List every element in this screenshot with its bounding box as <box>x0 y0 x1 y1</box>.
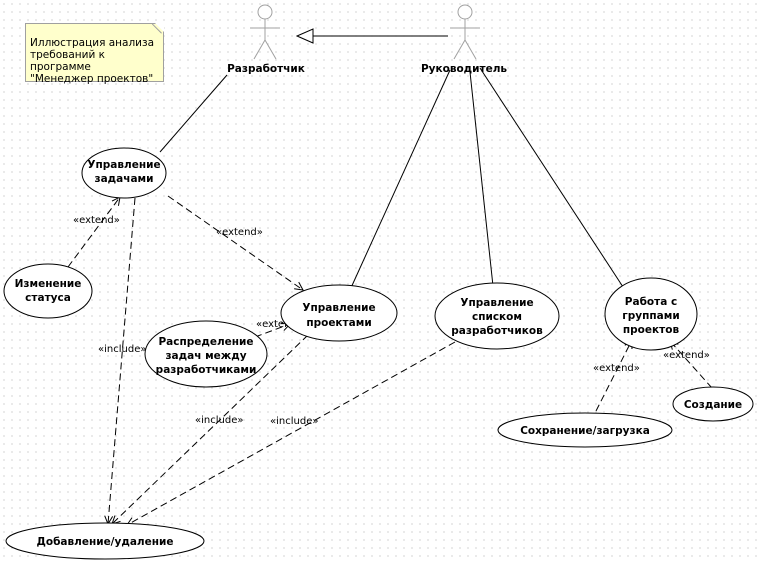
use-case-status-change[interactable]: Изменение статуса <box>3 263 93 319</box>
association-manager-projects <box>349 69 451 291</box>
use-case-label: Управление <box>302 302 375 314</box>
include-tasks-to-add <box>108 197 136 524</box>
use-case-label: Управление <box>87 159 160 171</box>
use-case-project-groups[interactable]: Работа с группами проектов <box>604 277 698 351</box>
extend-create-to-groups <box>670 341 713 389</box>
use-case-create[interactable]: Создание <box>672 386 754 422</box>
use-case-task-distribution[interactable]: Распределение задач между разработчиками <box>144 320 268 388</box>
use-case-label: Сохранение/загрузка <box>520 425 650 437</box>
association-manager-developers <box>469 71 494 287</box>
extend-label: «extend» <box>593 363 640 374</box>
extend-save-to-groups <box>595 340 632 412</box>
note-line: "Менеджер проектов" <box>30 73 154 85</box>
use-case-label: Распределение <box>158 336 253 348</box>
use-case-label: Управление <box>460 297 533 309</box>
use-case-label: разработчиков <box>451 325 543 337</box>
use-case-add-delete[interactable]: Добавление/удаление <box>5 522 205 560</box>
extend-status-to-tasks <box>67 197 120 268</box>
use-case-project-management[interactable]: Управление проектами <box>280 284 398 342</box>
use-case-label: разработчиками <box>156 364 257 376</box>
note: Иллюстрация анализа требований к програм… <box>25 23 164 85</box>
use-case-label: статуса <box>25 292 71 304</box>
extend-label: «extend» <box>256 319 303 330</box>
include-label: «include» <box>270 416 318 427</box>
use-case-label: проектами <box>306 317 371 329</box>
use-case-label: Изменение <box>15 278 82 290</box>
actor-manager-label: Руководитель <box>421 63 507 75</box>
use-case-task-management[interactable]: Управление задачами <box>81 147 167 199</box>
stick-figure-icon <box>250 4 280 60</box>
extend-label: «extend» <box>73 215 120 226</box>
use-case-label: задачами <box>95 173 154 185</box>
actor-developer-label: Разработчик <box>227 63 305 75</box>
association-manager-groups <box>479 67 626 291</box>
extend-label: «extend» <box>216 227 263 238</box>
use-case-label: проектов <box>623 324 680 336</box>
note-line: требований к программе <box>30 49 105 73</box>
include-projects-to-add <box>112 334 309 524</box>
use-case-label: группами <box>622 310 679 322</box>
extend-distribution-to-projects <box>254 324 290 338</box>
extend-label: «extend» <box>663 350 710 361</box>
include-developers-to-add <box>127 341 456 525</box>
include-label: «include» <box>98 344 146 355</box>
actor-manager[interactable]: Руководитель <box>421 4 507 75</box>
stick-figure-icon <box>450 4 480 60</box>
note-line: Иллюстрация анализа <box>30 37 155 49</box>
use-case-label: Создание <box>684 399 742 411</box>
actor-developer[interactable]: Разработчик <box>227 4 305 75</box>
note-fold-edge <box>152 23 164 35</box>
extend-tasks-to-projects <box>167 195 303 290</box>
use-case-developer-list[interactable]: Управление списком разработчиков <box>434 282 560 350</box>
include-label: «include» <box>195 415 243 426</box>
use-case-label: списком <box>472 311 522 323</box>
use-case-save-load[interactable]: Сохранение/загрузка <box>497 412 673 448</box>
use-case-label: задач между <box>165 350 246 362</box>
use-case-label: Добавление/удаление <box>37 536 174 548</box>
use-case-label: Работа с <box>625 296 677 308</box>
association-developer-tasks <box>159 74 228 153</box>
